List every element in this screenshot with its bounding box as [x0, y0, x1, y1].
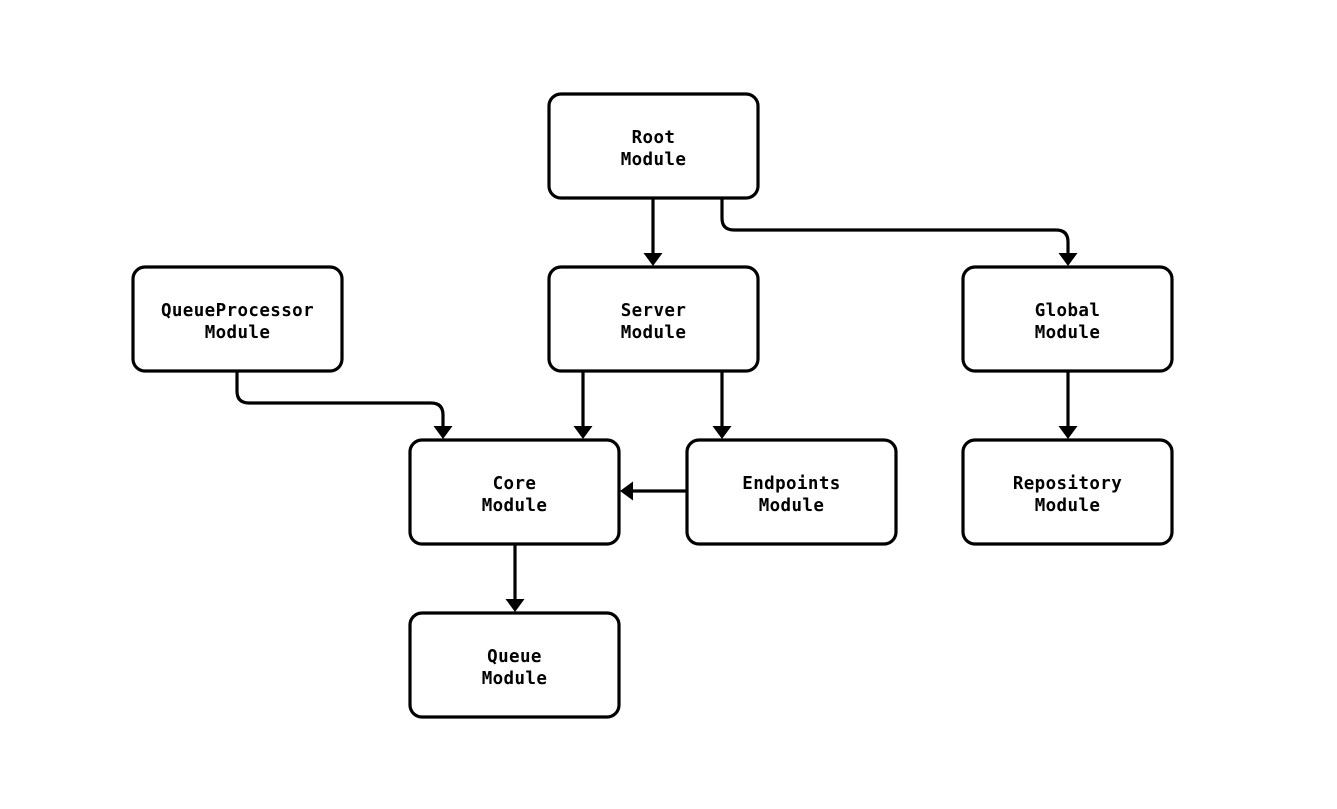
- edge-queueprocessor-to-core: [235, 371, 453, 439]
- edges-layer: [235, 198, 1078, 612]
- server-module-node-label-line2: Module: [621, 323, 687, 343]
- queueprocessor-module-node-label-line1: QueueProcessor: [161, 301, 314, 321]
- edge-queueprocessor-to-core-arrowhead-icon: [433, 426, 453, 439]
- endpoints-module-node-label-line2: Module: [759, 496, 825, 516]
- core-module-node-label-line1: Core: [493, 474, 537, 494]
- global-module-node-shape[interactable]: [961, 265, 1174, 373]
- queue-module-node-shape[interactable]: [408, 611, 621, 719]
- edge-root-to-server: [643, 198, 663, 266]
- global-module-node-label-line2: Module: [1035, 323, 1101, 343]
- queue-module-node-label-line1: Queue: [487, 647, 542, 667]
- edge-server-to-core: [573, 371, 593, 439]
- edge-global-to-repository: [1058, 371, 1078, 439]
- server-module-node-shape[interactable]: [547, 265, 760, 373]
- root-module-node-label-line2: Module: [621, 150, 687, 170]
- repository-module-node-label-line2: Module: [1035, 496, 1101, 516]
- edge-endpoints-to-core-arrowhead-icon: [620, 481, 633, 501]
- repository-module-node-shape[interactable]: [961, 438, 1174, 546]
- endpoints-module-node-label-line1: Endpoints: [742, 474, 840, 494]
- edge-core-to-queue-arrowhead-icon: [505, 599, 525, 612]
- edge-root-to-global-arrowhead-icon: [1058, 253, 1078, 266]
- root-module-node-shape[interactable]: [547, 92, 760, 200]
- edge-root-to-server-arrowhead-icon: [643, 253, 663, 266]
- core-module-node-shape[interactable]: [408, 438, 621, 546]
- edge-endpoints-to-core: [620, 481, 687, 501]
- queueprocessor-module-node-label-line2: Module: [205, 323, 271, 343]
- edge-root-to-global: [720, 198, 1078, 266]
- root-module-node-label-line1: Root: [632, 128, 676, 148]
- nodes-layer: RootModuleQueueProcessorModuleServerModu…: [131, 92, 1174, 719]
- repository-module-node-label-line1: Repository: [1013, 474, 1122, 494]
- queue-module-node-label-line2: Module: [482, 669, 548, 689]
- edge-server-to-endpoints: [712, 371, 732, 439]
- queueprocessor-module-node-shape[interactable]: [131, 265, 344, 373]
- edge-root-to-global-line: [720, 198, 1070, 258]
- endpoints-module-node-shape[interactable]: [685, 438, 898, 546]
- core-module-node-label-line2: Module: [482, 496, 548, 516]
- edge-global-to-repository-arrowhead-icon: [1058, 426, 1078, 439]
- edge-core-to-queue: [505, 544, 525, 612]
- edge-server-to-core-arrowhead-icon: [573, 426, 593, 439]
- server-module-node-label-line1: Server: [621, 301, 687, 321]
- edge-server-to-endpoints-arrowhead-icon: [712, 426, 732, 439]
- global-module-node-label-line1: Global: [1035, 301, 1101, 321]
- edge-queueprocessor-to-core-line: [235, 371, 445, 431]
